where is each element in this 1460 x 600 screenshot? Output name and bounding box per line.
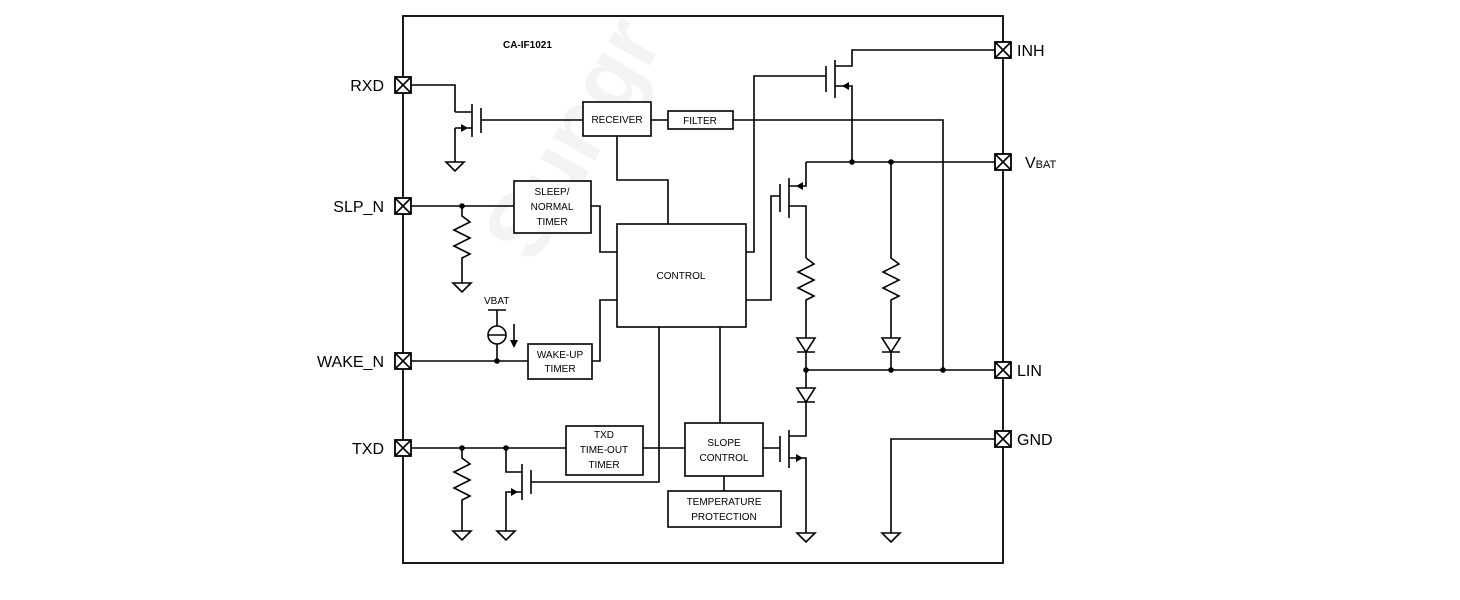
svg-text:TIMER: TIMER [536,217,567,228]
vbat-internal-resistor [881,162,901,338]
rxd-output-transistor [411,84,583,173]
ground-icon [880,532,902,544]
ground-icon [451,282,473,294]
svg-text:TEMPERATURE: TEMPERATURE [687,497,762,508]
pin-txd-label: TXD [352,441,384,458]
svg-text:WAKE-UP: WAKE-UP [537,350,584,361]
pin-gnd-label: GND [1017,432,1053,449]
svg-text:TIMER: TIMER [588,460,619,471]
pin-slp-n-label: SLP_N [333,199,384,216]
svg-text:NORMAL: NORMAL [531,202,574,213]
svg-text:VBAT: VBAT [1025,155,1057,172]
temperature-protection-block: TEMPERATURE PROTECTION [667,490,782,528]
filter-block: FILTER [667,110,734,130]
gnd-connection [880,438,995,544]
lin-driver-diode [795,370,817,432]
svg-text:SLOPE: SLOPE [707,438,741,449]
svg-text:TIMER: TIMER [544,364,575,375]
vbat-source-label: VBAT [484,296,509,307]
ground-icon [495,530,517,542]
svg-text:RECEIVER: RECEIVER [591,115,642,126]
chip-title: CA-IF1021 [503,40,552,51]
pin-inh-label: INH [1017,43,1045,60]
svg-text:TIME-OUT: TIME-OUT [580,445,628,456]
pin-lin-label: LIN [1017,363,1042,380]
pin-wake-n-label: WAKE_N [317,354,384,371]
svg-text:TXD: TXD [594,430,614,441]
lin-pullup-resistor [796,257,816,338]
control-block: CONTROL [616,223,747,328]
pin-vbat-subscript: BAT [1036,159,1057,171]
svg-text:PROTECTION: PROTECTION [691,512,757,523]
pin-gnd: GND [994,430,1053,449]
wakeup-timer-block: WAKE-UP TIMER [527,343,593,380]
lin-pullup-diode [795,337,817,370]
pin-wake-n: WAKE_N [317,352,412,371]
pin-vbat: VBAT [994,153,1057,172]
pin-rxd-label: RXD [350,78,384,95]
svg-text:FILTER: FILTER [683,116,717,127]
txd-transistor [495,327,660,542]
ground-icon [795,532,817,544]
ground-icon [444,161,466,173]
pin-vbat-label: V [1025,155,1036,172]
sleep-normal-timer-block: SLEEP/ NORMAL TIMER [513,180,592,234]
vbat-pmos [746,162,807,301]
ground-icon [451,530,473,542]
chip-outline [402,15,1004,564]
pin-lin: LIN [994,361,1042,380]
pin-txd: TXD [352,439,412,458]
txd-timeout-timer-block: TXD TIME-OUT TIMER [565,425,644,476]
pin-rxd: RXD [350,76,412,95]
receiver-block: RECEIVER [582,101,652,137]
inh-transistor [746,49,995,253]
svg-text:CONTROL: CONTROL [657,271,706,282]
svg-text:SLEEP/: SLEEP/ [534,187,569,198]
vbat-internal-diode [880,337,902,370]
svg-text:CONTROL: CONTROL [700,453,749,464]
wake-n-current-source: VBAT [484,296,518,364]
pin-inh: INH [994,41,1045,60]
lin-driver-nmos [763,430,817,544]
slope-control-block: SLOPE CONTROL [684,422,764,477]
pin-slp-n: SLP_N [333,197,412,216]
txd-pulldown [411,445,566,542]
slp-n-pulldown [411,203,514,294]
